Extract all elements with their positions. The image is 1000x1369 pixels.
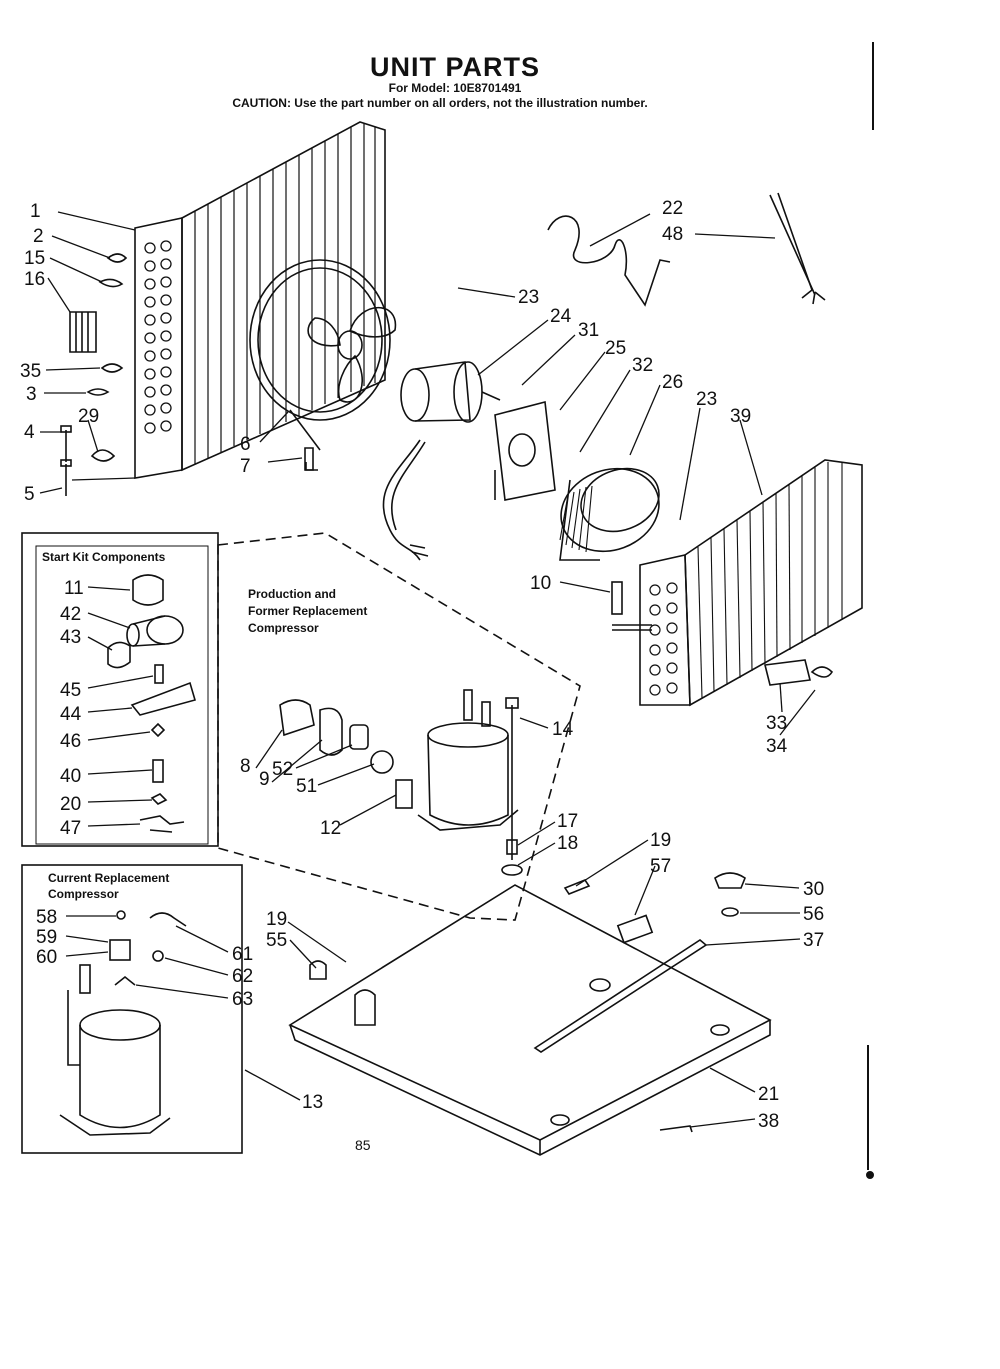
callout-46: 46 [60,731,81,752]
callout-57: 57 [650,856,671,877]
production-heading-2: Former Replacement [248,604,367,618]
callout-56: 56 [803,904,824,925]
start-kit-parts [107,574,196,833]
callout-8: 8 [240,756,251,777]
capillary-tube [547,215,671,307]
callout-11: 11 [64,578,84,599]
callout-42: 42 [60,604,81,625]
callout-58: 58 [36,907,57,928]
current-heading-1: Current Replacement [48,871,169,885]
callout-3: 3 [26,384,37,405]
production-compressor [279,689,523,876]
callout-29: 29 [78,406,99,427]
callout-25: 25 [605,338,626,359]
callout-20: 20 [60,794,81,815]
callout-44: 44 [60,704,82,725]
callout-37: 37 [803,930,824,951]
callout-5: 5 [24,484,35,505]
current-heading-2: Compressor [48,887,119,901]
evaporator-coil [611,459,863,707]
callout-1: 1 [30,201,41,222]
callout-16: 16 [24,269,45,290]
page-number: 85 [355,1137,371,1153]
fan-motor [382,361,501,561]
callout-55: 55 [266,930,287,951]
callout-12: 12 [320,818,341,839]
callout-47: 47 [60,818,81,839]
leader-lines [39,211,816,1128]
callout-34: 34 [766,736,788,757]
callout-2: 2 [33,226,44,247]
blower-wheel [559,467,660,561]
page-title: UNIT PARTS [370,52,540,82]
callout-21: 21 [758,1084,779,1105]
callout-24: 24 [550,306,572,327]
callout-62: 62 [232,966,253,987]
base-pan [288,872,772,1156]
caution-line: CAUTION: Use the part number on all orde… [232,96,648,110]
callout-43: 43 [60,627,81,648]
callout-30: 30 [803,879,824,900]
callout-26: 26 [662,372,683,393]
callout-60: 60 [36,947,57,968]
production-heading-3: Compressor [248,621,319,635]
callout-31: 31 [578,320,599,341]
callout-32: 32 [632,355,653,376]
callout-18: 18 [557,833,578,854]
start-kit-heading: Start Kit Components [42,550,166,564]
coil-small-parts [60,253,318,496]
callout-51: 51 [296,776,317,797]
callout-4: 4 [24,422,35,443]
callout-17: 17 [557,811,578,832]
callout-59: 59 [36,927,57,948]
callout-45: 45 [60,680,81,701]
callout-15: 15 [24,248,45,269]
callout-10: 10 [530,573,551,594]
callout-labels: 1 2 15 16 35 3 29 4 5 6 7 22 48 23 24 31… [20,198,824,1132]
callout-33: 33 [766,713,787,734]
condenser-coil [134,121,386,479]
fan-shroud [249,259,391,451]
callout-61: 61 [232,944,253,965]
callout-13: 13 [302,1092,323,1113]
callout-63: 63 [232,989,253,1010]
start-kit-box [21,532,219,847]
callout-6: 6 [240,434,251,455]
production-heading-1: Production and [248,587,336,601]
callout-19-left: 19 [266,909,287,930]
callout-19-right: 19 [650,830,671,851]
condenser-fan-blade [307,306,397,403]
motor-mount-bracket [494,400,556,501]
callout-39: 39 [730,406,751,427]
callout-52: 52 [272,759,293,780]
drain-parts [764,659,834,686]
scan-edge-marks [866,42,874,1179]
wire-harness [769,192,826,305]
callout-9: 9 [259,769,270,790]
current-compressor-box [21,864,243,1154]
callout-22: 22 [662,198,683,219]
callout-14: 14 [552,719,574,740]
callout-23-right: 23 [696,389,717,410]
callout-40: 40 [60,766,81,787]
production-compressor-boundary [217,532,581,921]
callout-48: 48 [662,224,683,245]
callout-35: 35 [20,361,41,382]
callout-38: 38 [758,1111,779,1132]
model-line: For Model: 10E8701491 [388,81,522,95]
current-compressor [59,910,187,1136]
callout-23-top: 23 [518,287,539,308]
callout-7: 7 [240,456,251,477]
